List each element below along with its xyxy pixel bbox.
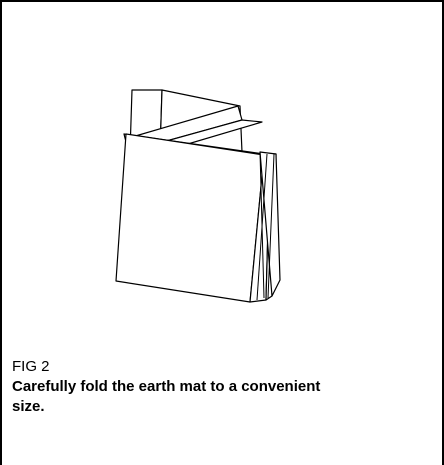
mat-crease-2 bbox=[256, 153, 268, 301]
figure-caption: FIG 2 Carefully fold the earth mat to a … bbox=[12, 357, 432, 417]
mat-front-panel bbox=[115, 133, 265, 303]
figure-label: FIG 2 bbox=[12, 358, 50, 375]
figure-instruction: Carefully fold the earth mat to a conven… bbox=[12, 378, 321, 415]
folded-earth-mat-drawing bbox=[115, 89, 281, 303]
mat-crease-3 bbox=[267, 153, 275, 299]
